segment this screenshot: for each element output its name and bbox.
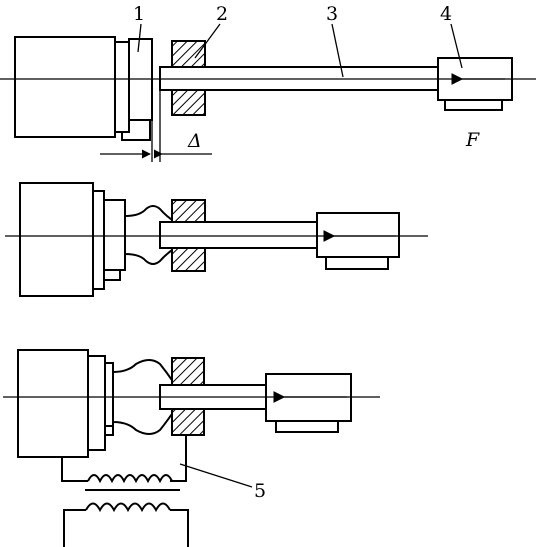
- rotating-chuck-1: [14, 36, 116, 138]
- chuck-lip-1: [121, 120, 151, 141]
- transformer-secondary-coil: [87, 474, 173, 484]
- label-force: F: [465, 129, 480, 151]
- chuck-step-3: [87, 355, 106, 451]
- leader-5: [179, 463, 253, 488]
- clamp-2-upper: [171, 40, 206, 68]
- leader-4: [450, 23, 463, 69]
- label-part-4: 4: [440, 3, 452, 25]
- clamp-2-lower-stage-3: [171, 408, 205, 436]
- pressure-head-base-1: [444, 100, 503, 111]
- transformer-lead-right: [170, 436, 187, 482]
- rotating-chuck-3: [17, 349, 89, 458]
- workpiece-1-stage-3: [104, 362, 114, 427]
- workpiece-1-stage-2: [103, 199, 126, 271]
- transformer-primary-coil: [85, 502, 171, 513]
- transformer-primary-lead-right: [170, 509, 189, 547]
- transformer-lead-left: [61, 457, 88, 482]
- rotating-chuck-2: [19, 182, 94, 297]
- stage-3-upset-forging: 5: [3, 349, 380, 547]
- label-part-5: 5: [254, 480, 266, 502]
- label-part-3: 3: [326, 3, 338, 25]
- stage-2-friction-heating: [5, 182, 428, 297]
- chuck-step-1: [114, 41, 130, 133]
- stage-1-initial-position: 1 2 3 4 F Δ: [0, 3, 536, 162]
- leader-2: [194, 23, 221, 59]
- transformer-primary-lead-left: [63, 509, 86, 547]
- pressure-head-base-3: [275, 421, 339, 433]
- clamp-2-upper-stage-3: [171, 357, 205, 386]
- pressure-head-base-2: [325, 257, 389, 270]
- label-part-2: 2: [216, 3, 228, 25]
- leader-1: [137, 23, 142, 53]
- clamp-2-lower-stage-2: [171, 247, 206, 272]
- label-part-1: 1: [133, 3, 145, 25]
- clamp-2-lower: [171, 89, 206, 116]
- workpiece-3-rod-2: [159, 221, 321, 249]
- chuck-step-2: [92, 190, 105, 290]
- clamp-2-upper-stage-2: [171, 199, 206, 223]
- leader-3: [331, 23, 344, 78]
- label-gap: Δ: [187, 130, 202, 152]
- pressure-head-stage-2: [316, 212, 400, 258]
